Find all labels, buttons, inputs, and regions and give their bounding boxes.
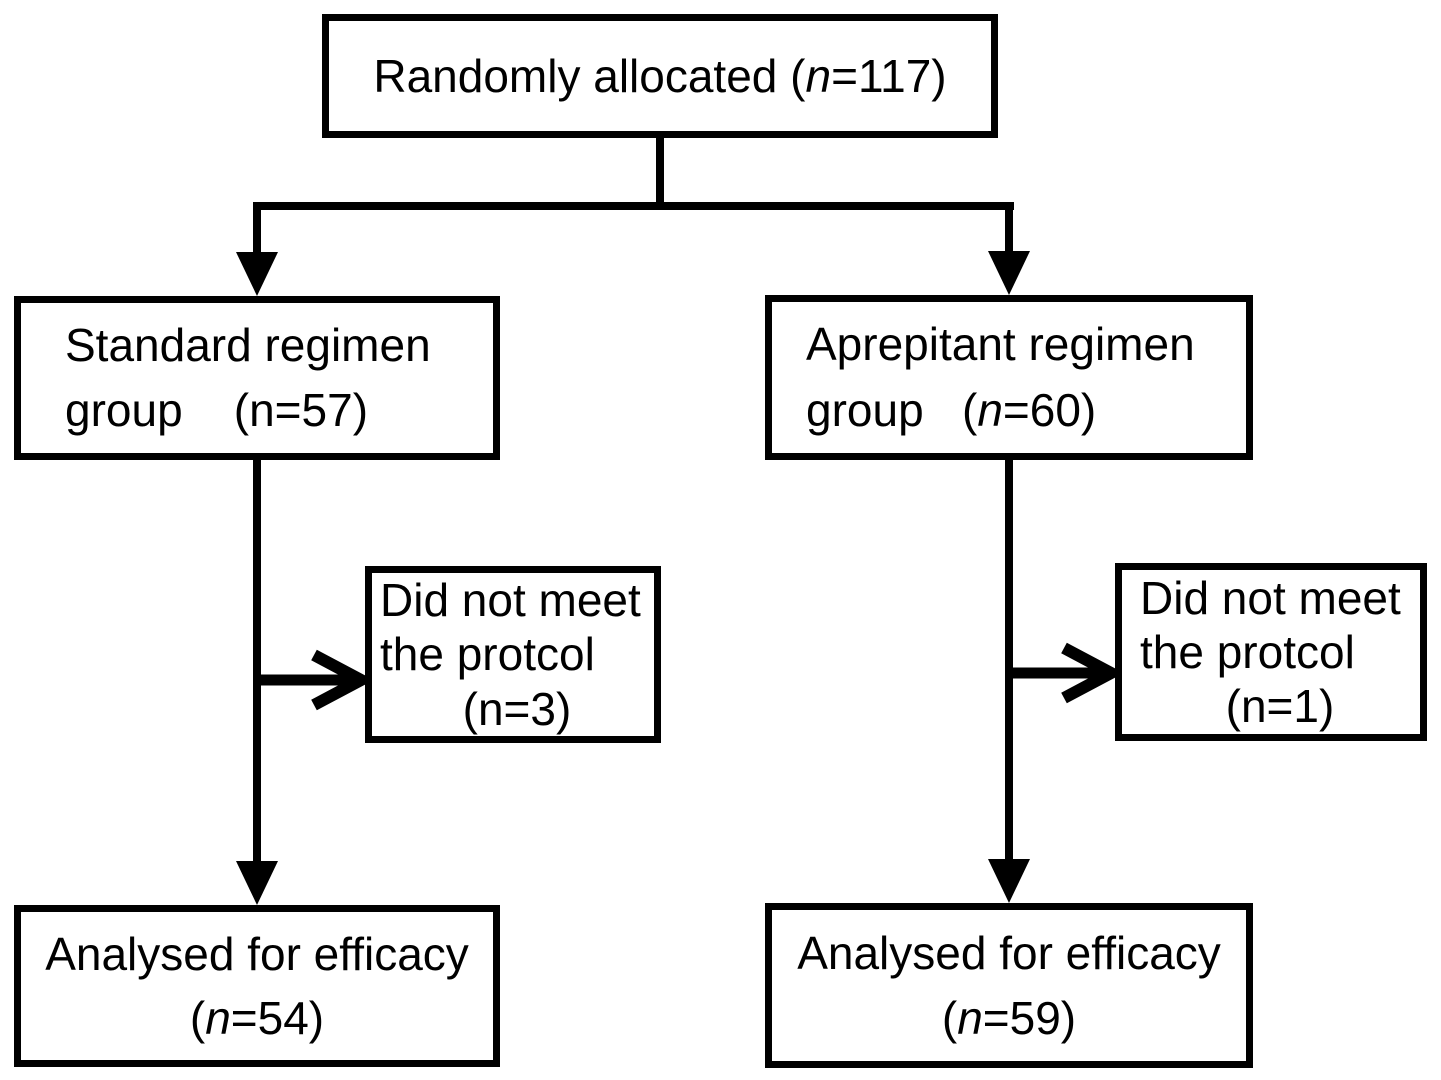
dropout-right-line1: Did not meet	[1140, 571, 1401, 624]
arrow-right-icon	[1009, 642, 1117, 704]
arrow-down-icon	[236, 252, 278, 296]
box-analysed-efficacy-right: Analysed for efficacy (n=59)	[765, 903, 1253, 1068]
connector-branch-horizontal	[253, 202, 1014, 210]
dropout-right-line2: the protcol	[1140, 625, 1355, 678]
aprepitant-n-italic: n	[977, 383, 1003, 436]
standard-group-line2: group (n=57)	[65, 384, 369, 436]
analysed-right-count: (n=59)	[942, 986, 1076, 1050]
dropout-left-count: (n=3)	[462, 682, 572, 735]
arrow-right-icon	[257, 649, 367, 711]
aprepitant-group-line1: Aprepitant regimen	[806, 318, 1195, 371]
analysed-left-post: =54)	[230, 992, 325, 1044]
analysed-left-n-italic: n	[205, 992, 231, 1044]
connector-top-vertical	[656, 138, 664, 210]
box-standard-regimen-group: Standard regimen group (n=57)	[14, 296, 500, 460]
analysed-right-n-italic: n	[957, 991, 983, 1044]
connector-right-group-to-analysed	[1005, 460, 1013, 861]
box-aprepitant-regimen-group: Aprepitant regimen group (n=60)	[765, 295, 1253, 460]
dropout-left-line1: Did not meet	[380, 574, 641, 627]
arrow-down-icon	[988, 859, 1030, 903]
standard-group-line1: Standard regimen	[65, 318, 431, 371]
aprepitant-line2-pre: group (	[806, 383, 978, 436]
allocated-text-pre: Randomly allocated (	[373, 50, 806, 102]
allocated-n-italic: n	[805, 50, 832, 102]
aprepitant-group-line2: group (n=60)	[806, 378, 1246, 443]
aprepitant-line2-post: =60)	[1002, 383, 1097, 436]
arrow-down-icon	[988, 251, 1030, 295]
analysed-left-line1: Analysed for efficacy	[45, 927, 469, 980]
dropout-left-line2: the protcol	[380, 628, 595, 681]
box-did-not-meet-protocol-left: Did not meet the protcol (n=3)	[365, 566, 661, 743]
arrow-down-icon	[236, 861, 278, 905]
analysed-left-count: (n=54)	[190, 986, 324, 1050]
box-randomly-allocated: Randomly allocated (n=117)	[322, 14, 998, 138]
analysed-left-pre: (	[189, 992, 206, 1044]
connector-left-group-to-analysed	[253, 460, 261, 863]
allocated-text-post: =117)	[831, 50, 947, 102]
box-did-not-meet-protocol-right: Did not meet the protcol (n=1)	[1115, 563, 1427, 741]
analysed-right-post: =59)	[982, 991, 1077, 1044]
randomly-allocated-text: Randomly allocated (n=117)	[373, 49, 946, 103]
dropout-right-count: (n=1)	[1225, 680, 1335, 733]
box-analysed-efficacy-left: Analysed for efficacy (n=54)	[14, 905, 500, 1067]
analysed-right-line1: Analysed for efficacy	[797, 927, 1221, 980]
connector-right-branch-vertical	[1005, 202, 1013, 258]
connector-left-branch-vertical	[253, 202, 261, 258]
analysed-right-pre: (	[941, 991, 958, 1044]
